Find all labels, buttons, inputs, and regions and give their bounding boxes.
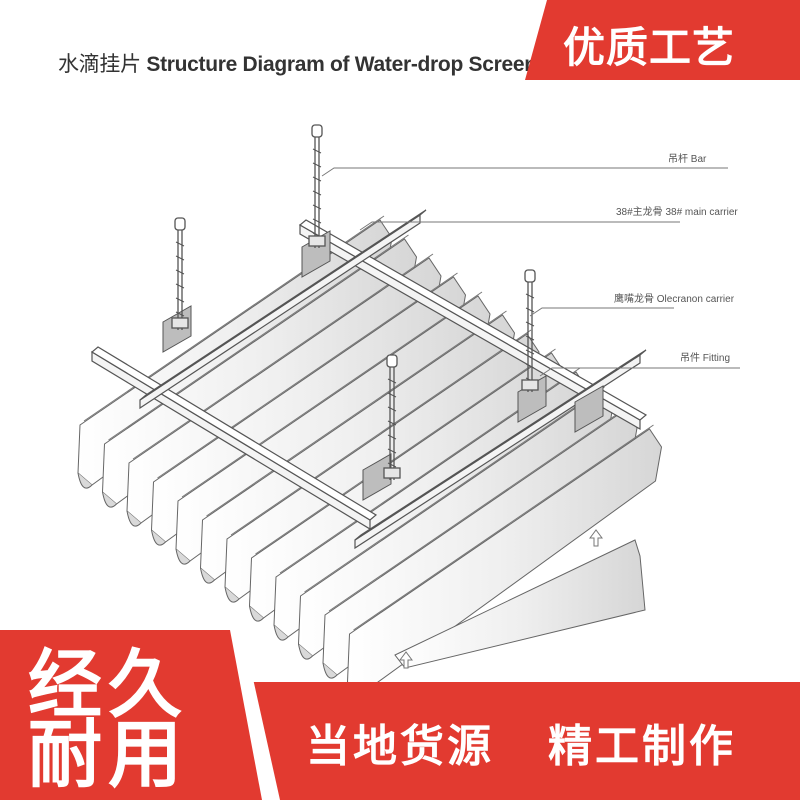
water-drop-panels	[77, 215, 663, 698]
panel-ridge	[255, 348, 556, 555]
hanger-rods	[171, 124, 539, 480]
panel-drop-end	[126, 510, 142, 527]
rod-thread	[525, 293, 535, 299]
rod-thread	[525, 321, 535, 327]
badge-background	[525, 0, 800, 80]
durable-text-line2: 耐用	[28, 712, 188, 798]
fitting-plate	[574, 385, 604, 433]
slogan-local-supply: 当地货源	[306, 721, 494, 772]
rod-clip	[383, 467, 401, 479]
rod-thread	[387, 434, 397, 440]
title-en: Structure Diagram of Water-drop Screen C…	[146, 53, 611, 76]
panel-ridge	[108, 234, 409, 441]
panel-drop-end	[322, 662, 338, 679]
callout-leader	[539, 367, 740, 377]
callout-fitting: 吊件 Fitting	[680, 353, 731, 364]
panel-drop-end	[224, 586, 240, 603]
rod-hook	[386, 354, 398, 368]
carriers	[90, 209, 648, 550]
diagram-title: 水滴挂片 Structure Diagram of Water-drop Scr…	[58, 48, 611, 78]
olecranon-carrier-top	[298, 219, 648, 421]
main-carrier-top	[354, 349, 647, 541]
callout-leader	[359, 221, 680, 231]
rod-thread	[312, 190, 322, 196]
fitting-plate	[362, 453, 392, 501]
rod-thread	[387, 462, 397, 468]
ribbon-panel	[0, 630, 262, 800]
callout-olecranon-carrier: 鹰嘴龙骨 Olecranon carrier	[614, 294, 735, 305]
quality-badge: 优质工艺	[525, 0, 800, 80]
rod-thread	[312, 162, 322, 168]
panel-ridge	[132, 253, 434, 460]
rod-clip	[521, 379, 539, 391]
rod-thread	[175, 255, 185, 261]
panel-ridge	[353, 424, 654, 631]
panel-ridge	[181, 291, 483, 498]
rod-thread	[312, 204, 322, 210]
panel-ridge	[230, 329, 532, 536]
panel-drop-end	[151, 529, 166, 546]
rod-thread	[387, 448, 397, 454]
rod-clip	[171, 317, 189, 329]
badge-label: 优质工艺	[563, 23, 736, 72]
rod-thread	[312, 176, 322, 182]
panel-drop-end	[249, 605, 264, 622]
panel-drop-end	[298, 643, 313, 660]
callout-leader	[529, 307, 674, 317]
rod-thread	[525, 349, 535, 355]
slogan-fine-craft: 精工制作	[548, 721, 736, 772]
panel-drop-end	[200, 567, 215, 584]
loose-panel-face	[394, 539, 646, 669]
rod-thread	[387, 406, 397, 412]
panel-ridge	[304, 386, 605, 593]
panel-drop-end	[273, 624, 289, 641]
rod-hook	[524, 269, 536, 283]
panel-ridge	[328, 405, 630, 612]
loose-panel	[394, 529, 646, 669]
up-arrow-icon	[399, 651, 413, 669]
panel-ridge	[206, 310, 507, 517]
durable-text-line1: 经久	[28, 642, 188, 728]
rod-thread	[387, 378, 397, 384]
rod-thread	[525, 335, 535, 341]
up-arrow-icon	[589, 529, 603, 547]
rod-thread	[175, 283, 185, 289]
panel-drop-end	[102, 491, 117, 508]
panel-drop-end	[175, 548, 191, 565]
rod-thread	[175, 311, 185, 317]
bottom-banner: 经久 耐用 当地货源 精工制作	[0, 620, 800, 800]
rod-thread	[175, 241, 185, 247]
callout-main-carrier: 38#主龙骨 38# main carrier	[616, 207, 738, 218]
rod-thread	[312, 218, 322, 224]
rod-thread	[175, 269, 185, 275]
rod-thread	[175, 297, 185, 303]
callout-lines	[321, 167, 740, 377]
rod-thread	[387, 420, 397, 426]
main-carrier-top	[139, 209, 427, 401]
rod-hook	[311, 124, 323, 138]
rod-hook	[174, 217, 186, 231]
rod-thread	[312, 148, 322, 154]
title-cn: 水滴挂片	[58, 53, 141, 76]
panel-ridge	[157, 272, 458, 479]
panel-drop-end	[77, 472, 93, 489]
callout-leader	[321, 167, 728, 177]
rod-clip	[308, 235, 326, 247]
rod-thread	[525, 363, 535, 369]
rod-thread	[525, 307, 535, 313]
rod-thread	[387, 392, 397, 398]
callout-bar: 吊杆 Bar	[668, 154, 707, 165]
